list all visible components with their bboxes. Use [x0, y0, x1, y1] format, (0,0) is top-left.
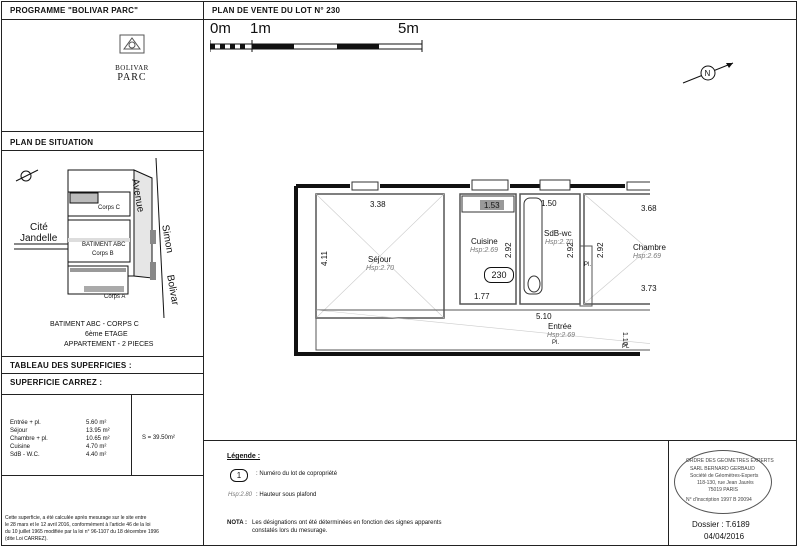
scale-bar	[210, 40, 423, 52]
dimension-label: 3.38	[370, 200, 386, 209]
area-name: Entrée + pl.	[10, 420, 41, 426]
room-cuisine-name: Cuisine	[471, 237, 498, 246]
divider-situation-title	[1, 150, 204, 151]
situation-title: PLAN DE SITUATION	[10, 138, 94, 147]
stamp-line-1: ORDRE DES GEOMETRES EXPERTS	[686, 458, 774, 464]
dimension-label: 5.10	[536, 312, 552, 321]
dimension-label: 3.68	[641, 204, 657, 213]
divider-areas-bottom	[1, 475, 204, 476]
lot-number: 230	[491, 270, 507, 280]
room-sejour-hsp: Hsp:2.70	[366, 265, 395, 272]
dimension-label: 3.73	[641, 284, 657, 293]
footnote-line-1: Cette superficie, a été calculée après m…	[5, 515, 147, 521]
bolivar-parc-logo: BOLIVAR PARC	[112, 33, 152, 89]
footnote-line-3: du 10 juillet 1965 modifiée par la loi n…	[5, 529, 159, 535]
room-sdb-hsp: Hsp:2.70	[545, 239, 574, 246]
svg-text:N: N	[705, 69, 711, 78]
stamp-line-6: N° d'inscription 1997 B 20094	[686, 497, 752, 503]
cite-line-1: Cité	[30, 222, 48, 233]
divider-carrez	[1, 373, 204, 374]
placard-mark: Pl.	[552, 340, 560, 346]
block-corps-c: Corps C	[98, 205, 121, 211]
north-arrow-icon: N	[682, 62, 734, 84]
situation-map	[14, 158, 165, 318]
divider-header	[1, 19, 797, 20]
footnote-line-2: le 28 mars et le 12 avril 2016, conformé…	[5, 522, 151, 528]
dimension-label: 4.11	[320, 251, 329, 266]
dossier-number: Dossier : T.6189	[692, 520, 750, 529]
dimension-label: 2.92	[596, 242, 605, 258]
logo-line-2: PARC	[117, 72, 147, 83]
divider-left-column	[203, 1, 204, 546]
logo-line-1: BOLIVAR	[115, 64, 149, 72]
lot-number-badge: 230	[484, 267, 514, 283]
dimension-label: 2.92	[566, 242, 575, 258]
dimension-label: 1.77	[474, 292, 490, 301]
placard-mark: Pl.	[584, 262, 592, 268]
block-corps-b: Corps B	[92, 251, 114, 257]
programme-title: PROGRAMME "BOLIVAR PARC"	[10, 6, 139, 15]
divider-areas-top	[1, 394, 204, 395]
legend-title: Légende :	[227, 453, 261, 460]
floor-plan	[294, 179, 650, 356]
stamp-line-5: 75019 PARIS	[708, 487, 738, 493]
block-batiment-abc: BATIMENT ABC	[82, 242, 126, 248]
logo-emblem-icon	[119, 34, 145, 54]
legend-lot-symbol-text: 1	[236, 471, 242, 480]
area-name: SdB - W.C.	[10, 452, 40, 458]
placard-mark-entry: PL	[622, 344, 630, 350]
note-line-1: Les désignations ont été déterminées en …	[252, 520, 442, 526]
block-corps-a: Corps A	[104, 294, 126, 300]
area-value: 5.60 m²	[86, 420, 107, 426]
area-value: 10.65 m²	[86, 436, 110, 442]
room-chambre-hsp: Hsp:2.69	[633, 253, 662, 260]
area-name: Séjour	[10, 428, 28, 434]
dimension-label: 1.50	[541, 199, 557, 208]
divider-dossier	[668, 440, 669, 546]
area-value: 13.95 m²	[86, 428, 110, 434]
legend-lot-symbol: 1	[230, 469, 248, 482]
stamp-line-2: SARL BERNARD GERBAUD	[690, 466, 755, 472]
room-sejour-name: Séjour	[368, 255, 392, 264]
divider-tableau	[1, 356, 204, 357]
dimension-label: 2.92	[504, 242, 513, 258]
cite-line-2: Jandelle	[20, 233, 58, 244]
situation-caption-1: BATIMENT ABC - CORPS C	[50, 321, 139, 328]
legend-hsp-symbol: Hsp:2.80	[228, 492, 253, 498]
scale-label-1: 1m	[250, 20, 271, 37]
area-value: 4.40 m²	[86, 452, 107, 458]
divider-areas-total	[131, 394, 132, 475]
plan-title: PLAN DE VENTE DU LOT N° 230	[212, 6, 341, 15]
situation-caption-3: APPARTEMENT - 2 PIECES	[64, 341, 154, 348]
scale-label-0: 0m	[210, 20, 231, 37]
divider-legend-top	[203, 440, 797, 441]
legend-hsp-desc: : Hauteur sous plafond	[256, 492, 317, 498]
room-entree-name: Entrée	[548, 322, 572, 331]
dossier-date: 04/04/2016	[704, 532, 745, 541]
geometre-stamp	[674, 450, 772, 514]
stamp-line-4: 118-130, rue Jean Jaurès	[697, 480, 754, 486]
note-label: NOTA :	[227, 520, 247, 526]
legend-lot-desc: : Numéro du lot de copropriété	[256, 471, 338, 477]
dimension-label: 1.53	[484, 201, 500, 210]
situation-caption-2: 6ème ETAGE	[85, 331, 128, 338]
area-name: Chambre + pl.	[10, 436, 48, 442]
room-entree-hsp: Hsp:2.69	[547, 332, 576, 339]
area-name: Cuisine	[10, 444, 31, 450]
stamp-line-3: Société de Géomètres-Experts	[690, 473, 759, 479]
divider-logo	[1, 131, 204, 132]
note-line-2: constatés lors du mesurage.	[252, 528, 328, 534]
area-total: S = 39.50m²	[142, 435, 175, 441]
room-chambre-name: Chambre	[633, 243, 666, 252]
scale-label-5: 5m	[398, 20, 419, 37]
footnote-line-4: (dite Loi CARREZ).	[5, 536, 48, 542]
carrez-title: SUPERFICIE CARREZ :	[10, 378, 103, 387]
tableau-title: TABLEAU DES SUPERFICIES :	[10, 361, 132, 370]
area-value: 4.70 m²	[86, 444, 107, 450]
room-sdb-name: SdB-wc	[544, 229, 572, 238]
room-cuisine-hsp: Hsp:2.69	[470, 247, 499, 254]
